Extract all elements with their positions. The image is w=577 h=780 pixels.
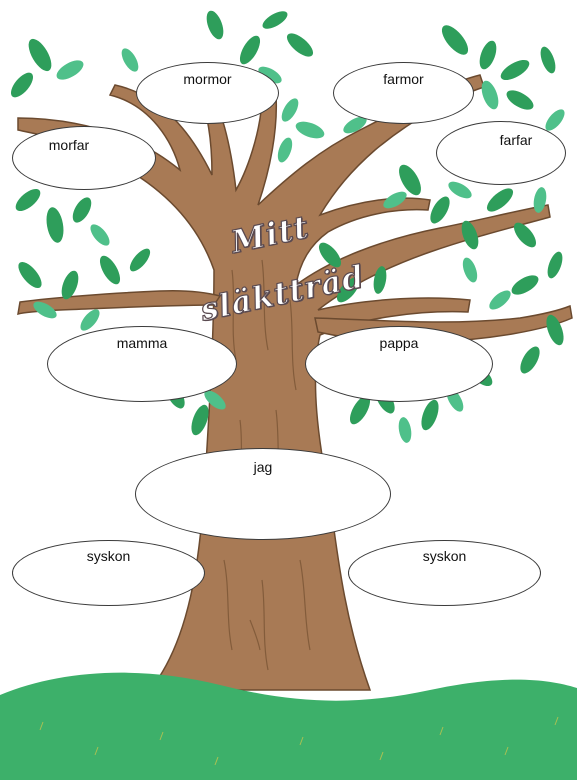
label-farfar: farfar — [499, 132, 533, 148]
label-mormor: mormor — [183, 71, 232, 87]
label-jag: jag — [253, 459, 273, 475]
bubble-farfar[interactable]: farfar — [436, 121, 566, 185]
bubble-morfar[interactable]: morfar — [12, 126, 156, 190]
bubble-pappa[interactable]: pappa — [305, 326, 493, 402]
label-syskon-left: syskon — [86, 548, 131, 564]
label-pappa: pappa — [379, 335, 419, 351]
bubble-mormor[interactable]: mormor — [136, 62, 279, 124]
bubble-syskon-right[interactable]: syskon — [348, 540, 541, 606]
label-mamma: mamma — [116, 335, 168, 351]
grass — [0, 672, 577, 780]
label-farmor: farmor — [383, 71, 424, 87]
bubble-jag[interactable]: jag — [135, 448, 391, 540]
bubble-syskon-left[interactable]: syskon — [12, 540, 205, 606]
label-syskon-right: syskon — [422, 548, 467, 564]
bubble-mamma[interactable]: mamma — [47, 326, 237, 402]
bubble-farmor[interactable]: farmor — [333, 62, 474, 124]
label-morfar: morfar — [48, 137, 90, 153]
